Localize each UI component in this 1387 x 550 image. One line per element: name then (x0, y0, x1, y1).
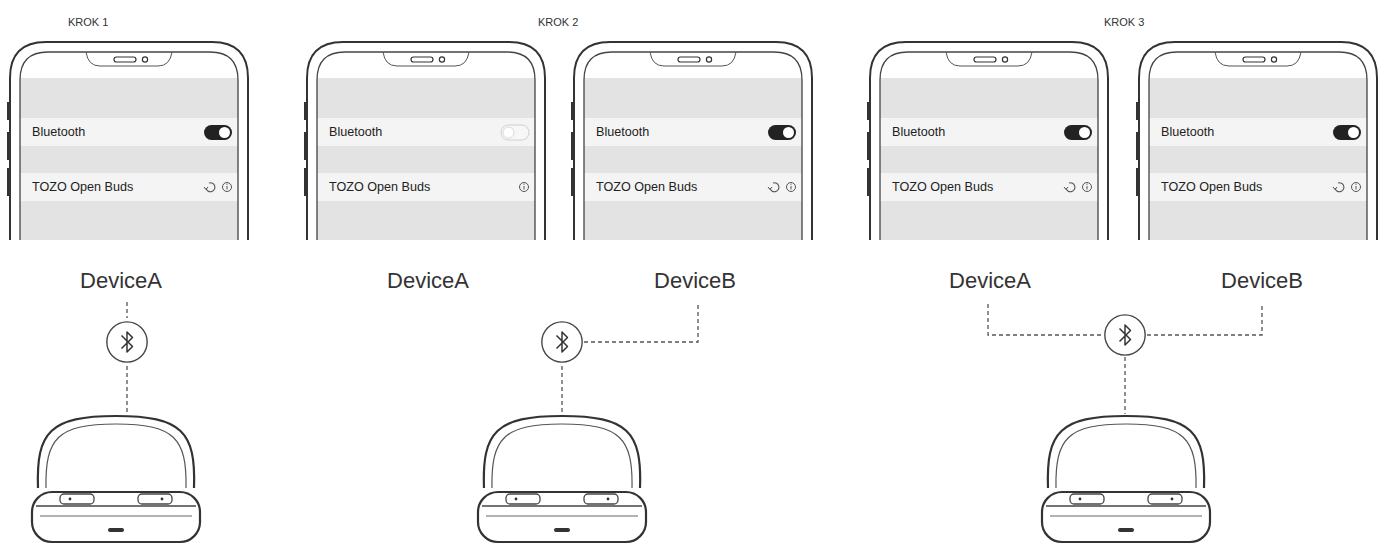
earbud-case (478, 416, 646, 542)
setting-label: Bluetooth (1161, 122, 1387, 142)
phone-screen: BluetoothTOZO Open Buds (868, 40, 1110, 240)
device-name: TOZO Open Buds (596, 177, 838, 197)
phone-frame (1137, 40, 1379, 240)
bluetooth-icon (107, 322, 147, 362)
setting-label: Bluetooth (32, 122, 274, 142)
phone-frame (305, 40, 547, 240)
device-name: TOZO Open Buds (1161, 177, 1387, 197)
device-name: TOZO Open Buds (32, 177, 274, 197)
step-label: KROK 1 (68, 16, 108, 28)
setting-label: Bluetooth (596, 122, 838, 142)
phone-screen: BluetoothTOZO Open Buds (305, 40, 547, 240)
earbud-case (32, 416, 200, 542)
phone-frame (572, 40, 814, 240)
step-label: KROK 2 (538, 16, 578, 28)
device-label: DeviceB (1221, 268, 1303, 294)
setting-label: Bluetooth (329, 122, 571, 142)
step-label: KROK 3 (1104, 16, 1144, 28)
phone-screen: BluetoothTOZO Open Buds (1137, 40, 1379, 240)
device-name: TOZO Open Buds (329, 177, 571, 197)
device-label: DeviceB (654, 268, 736, 294)
bluetooth-icon (1105, 315, 1145, 355)
dashed-link (127, 302, 1262, 414)
phone-frame (868, 40, 1110, 240)
setting-label: Bluetooth (892, 122, 1134, 142)
bluetooth-icon (542, 322, 582, 362)
earbud-case (1042, 416, 1210, 542)
device-label: DeviceA (949, 268, 1031, 294)
phone-frame (8, 40, 250, 240)
device-label: DeviceA (80, 268, 162, 294)
phone-screen: BluetoothTOZO Open Buds (8, 40, 250, 240)
device-name: TOZO Open Buds (892, 177, 1134, 197)
device-label: DeviceA (387, 268, 469, 294)
phone-screen: BluetoothTOZO Open Buds (572, 40, 814, 240)
